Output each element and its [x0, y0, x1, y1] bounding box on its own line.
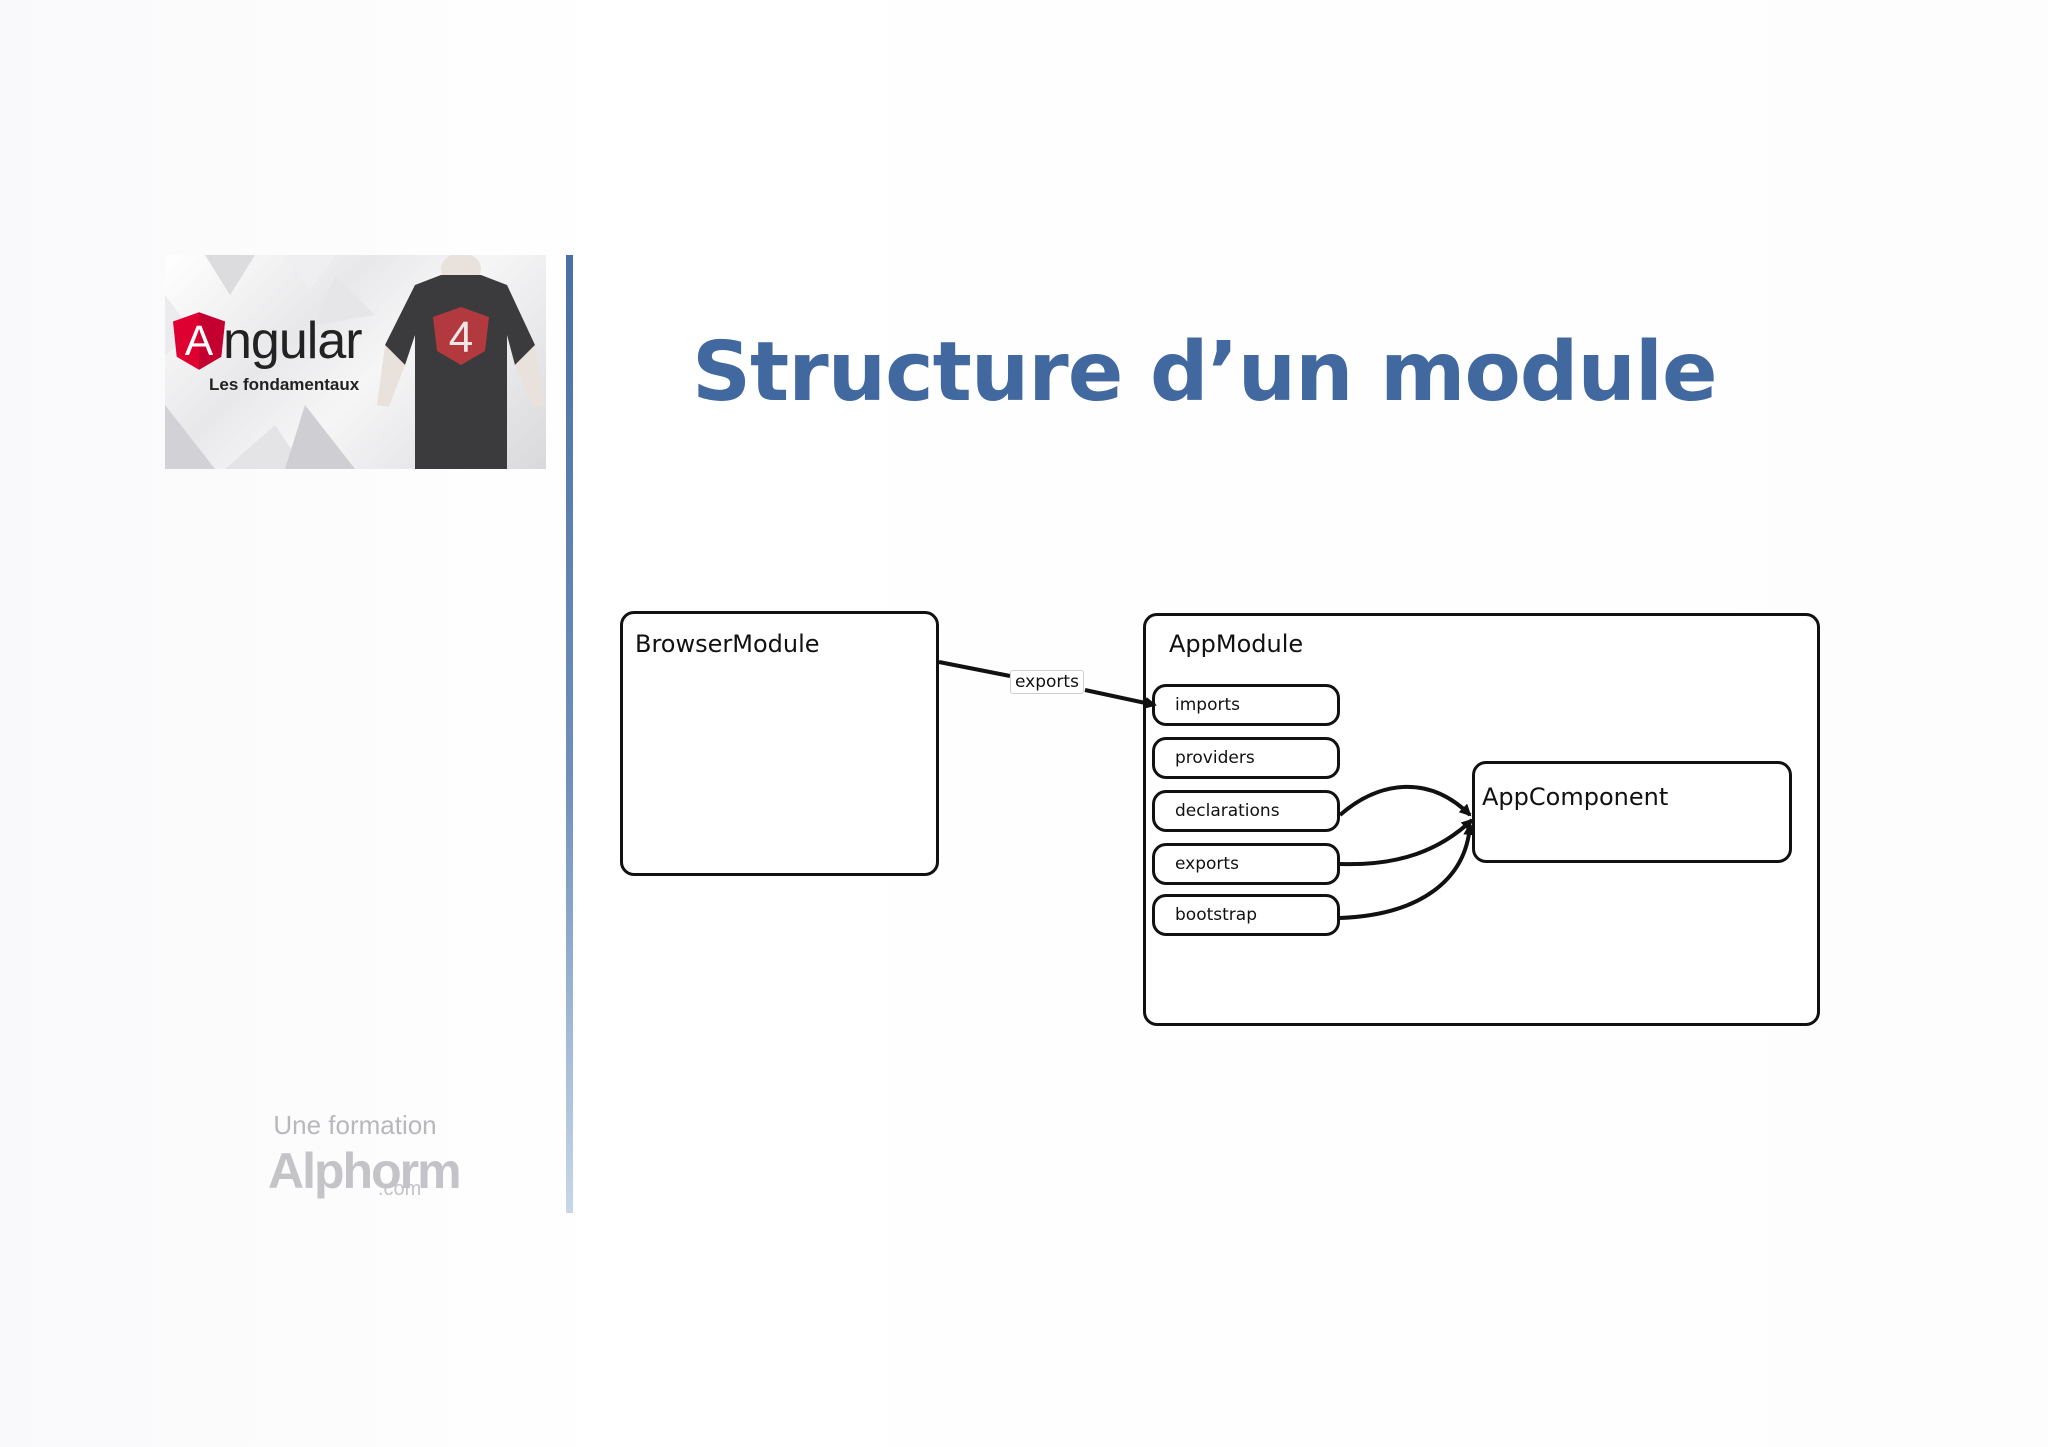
app-module-exports: exports: [1152, 843, 1340, 885]
vertical-divider: [566, 255, 573, 1213]
course-logo-banner: A ngular Les fondamentaux 4: [165, 255, 546, 469]
edge-label-exports: exports: [1010, 670, 1084, 694]
footer-brand-name: Alphorm: [268, 1143, 462, 1199]
browser-module-box: [620, 611, 939, 876]
logo-word: ngular: [223, 312, 363, 370]
app-module-bootstrap: bootstrap: [1152, 894, 1340, 936]
app-component-label: AppComponent: [1482, 783, 1669, 811]
angular-shield-icon: A: [173, 312, 225, 370]
app-module-declarations: declarations: [1152, 790, 1340, 832]
app-module-imports: imports: [1152, 684, 1340, 726]
svg-text:A: A: [185, 317, 214, 365]
app-module-label: AppModule: [1169, 630, 1304, 658]
footer-tagline: Une formation: [273, 1110, 437, 1140]
angular-wordmark: A ngular: [173, 311, 363, 371]
logo-subtitle: Les fondamentaux: [209, 375, 360, 394]
slide-title: Structure d’un module: [692, 325, 1718, 420]
footer-brand-suffix: .com: [378, 1178, 422, 1200]
app-module-providers: providers: [1152, 737, 1340, 779]
browser-module-label: BrowserModule: [635, 630, 820, 658]
connector-declarations-to-component: [1338, 784, 1472, 817]
app-component-box: [1472, 761, 1792, 863]
triangle-pattern: [165, 255, 375, 469]
connector-exports-to-component: [1339, 818, 1474, 867]
shirt-badge: 4: [449, 313, 473, 362]
connector-bootstrap-to-component: [1339, 823, 1476, 920]
connector-browser-to-imports: [938, 660, 1155, 705]
tshirt-image: 4: [377, 255, 545, 469]
